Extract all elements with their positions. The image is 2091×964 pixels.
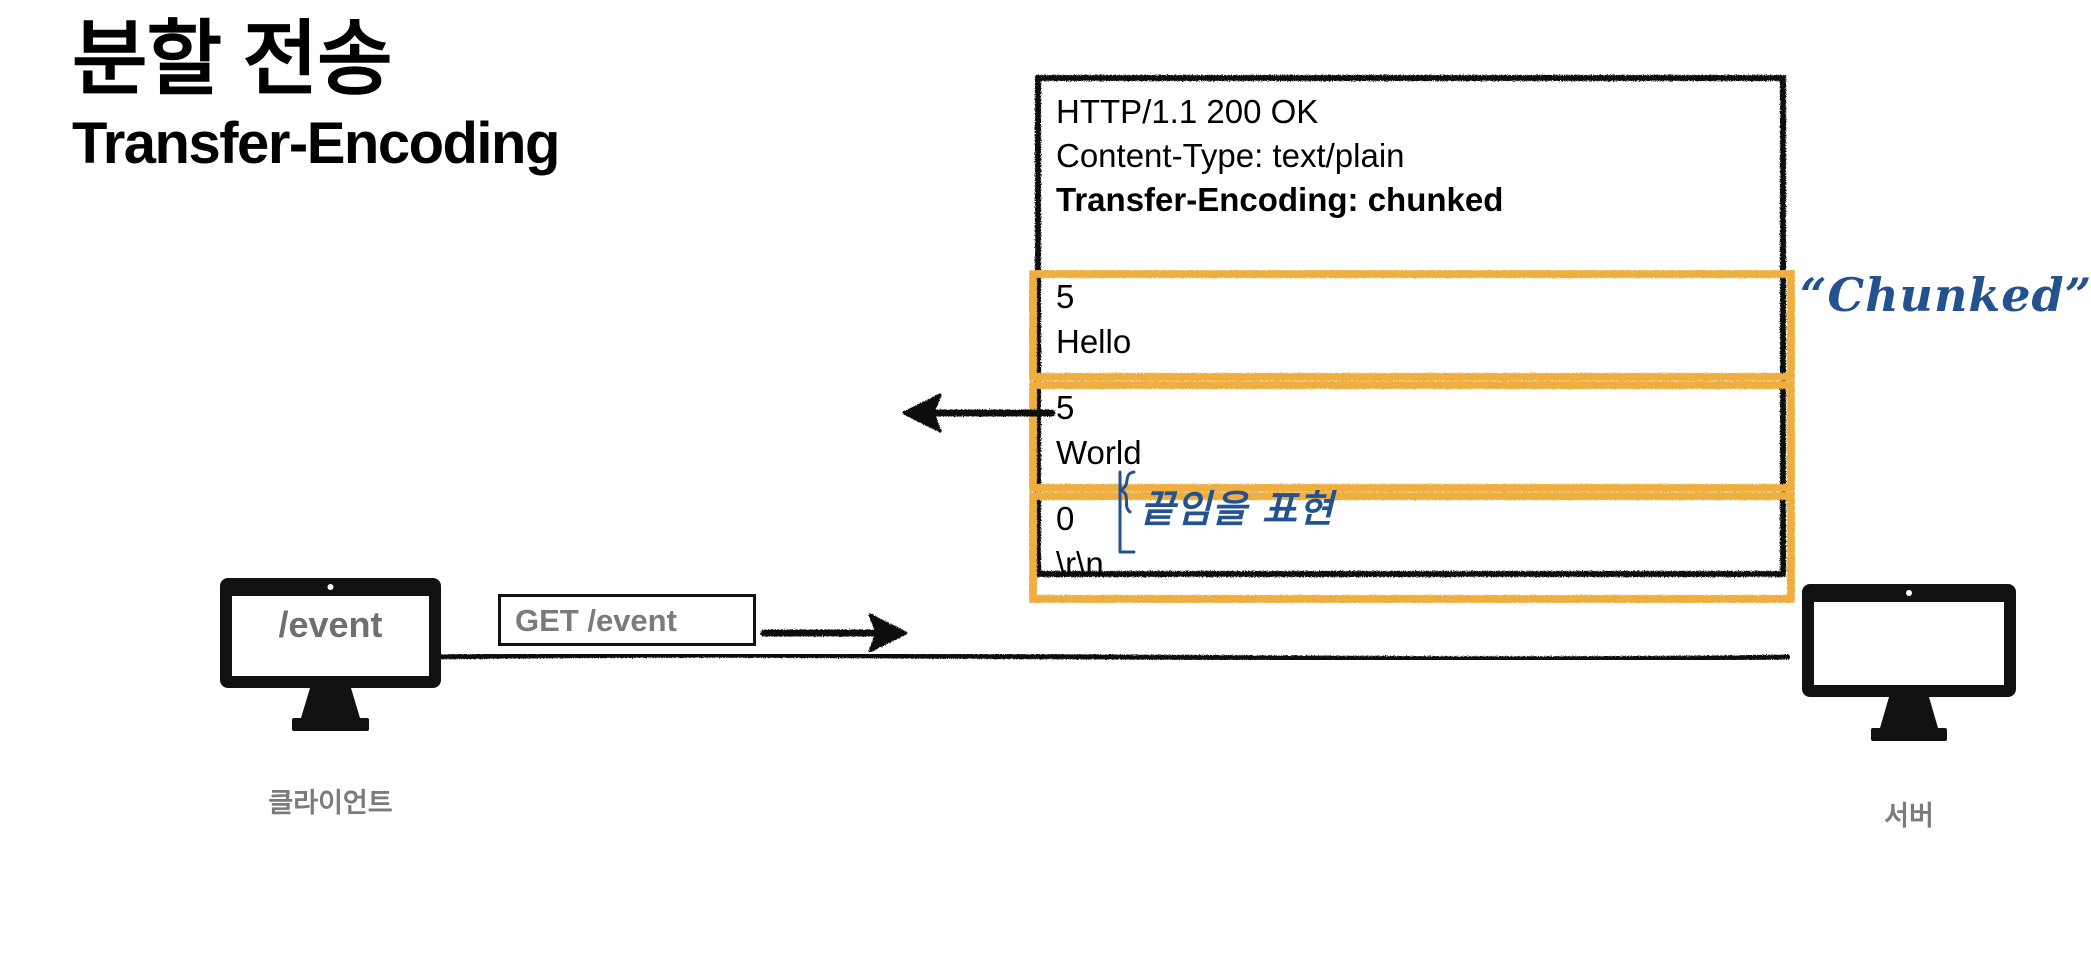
chunk-body: \r\n [1056, 545, 1104, 582]
chunk-size: 5 [1056, 389, 1075, 426]
annotation-terminator: 끝임을 표현 [1140, 486, 1335, 531]
response-header-line: Transfer-Encoding: chunked [1056, 181, 1504, 218]
page-title-korean: 분할 전송 [72, 14, 393, 105]
chunk-body: World [1056, 434, 1142, 471]
server-monitor: 서버 [1800, 582, 2018, 831]
chunk-text: 5 Hello [1056, 274, 1131, 364]
monitor-icon [220, 578, 441, 731]
page-title-english: Transfer-Encoding [72, 110, 560, 176]
arrow-right-icon [760, 613, 908, 653]
client-caption: 클라이언트 [268, 788, 393, 818]
title-block: 분할 전송 Transfer-Encoding [72, 18, 832, 175]
request-line-label: GET /event [515, 603, 677, 638]
chunk-size: 5 [1056, 278, 1075, 315]
chunk-highlight-border [1029, 381, 1795, 492]
monitor-icon [1802, 584, 2016, 741]
request-line-box: GET /event [498, 594, 756, 646]
chunk-size: 0 [1056, 500, 1075, 537]
chunk-row: 5 World [1029, 381, 1795, 492]
response-header-line: Content-Type: text/plain [1056, 137, 1405, 174]
chunk-highlight-border [1029, 270, 1795, 381]
response-header-line: HTTP/1.1 200 OK [1056, 93, 1319, 130]
annotation-chunked: “Chunked” [1800, 268, 2091, 322]
chunk-body: Hello [1056, 323, 1132, 360]
chunk-text: 5 World [1056, 385, 1142, 475]
chunk-row: 5 Hello [1029, 270, 1795, 381]
chunk-text: 0 \r\n [1056, 496, 1104, 586]
server-caption: 서버 [1884, 801, 1934, 831]
client-screen-text: /event [278, 604, 383, 645]
response-header-lines: HTTP/1.1 200 OK Content-Type: text/plain… [1056, 90, 1756, 222]
client-monitor: /event 클라이언트 [218, 576, 443, 818]
